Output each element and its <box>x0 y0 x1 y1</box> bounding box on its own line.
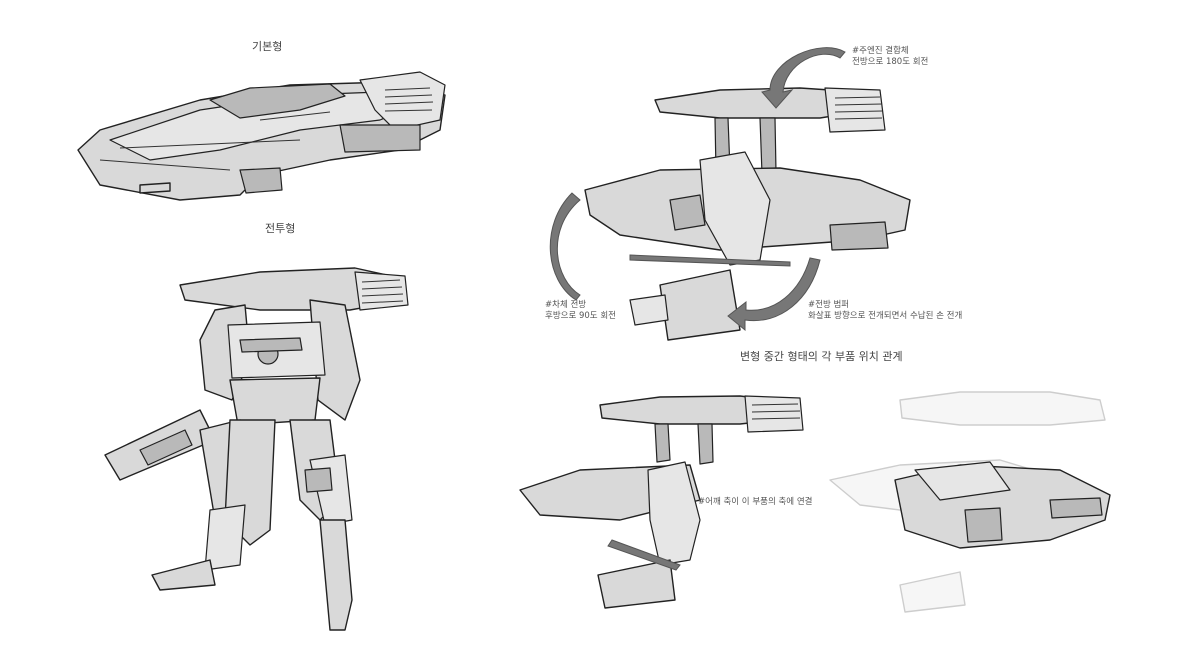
engine-note-line-2: 전방으로 180도 회전 <box>852 57 929 68</box>
shoulder-note: #어깨 축이 이 부품의 축에 연결 <box>698 497 812 508</box>
engine-note: #주엔진 결합체 전방으로 180도 회전 <box>852 46 928 68</box>
bumper-note-line-1: #전방 범퍼 <box>808 300 850 310</box>
bumper-note-line-2: 화살표 방향으로 전개되면서 수납된 손 전개 <box>808 311 963 322</box>
combat-form-robot <box>104 267 409 631</box>
shoulder-note-line-1: #어깨 축이 이 부품의 축에 연결 <box>698 497 813 507</box>
body-note-line-2: 후방으로 90도 회전 <box>545 311 616 322</box>
transform-diagram-bottom <box>519 391 1111 613</box>
basic-form-vehicle <box>77 71 446 201</box>
basic-form-label: 기본형 <box>252 40 283 53</box>
engine-note-line-1: #주엔진 결합체 <box>852 46 909 56</box>
transform-diagram-top <box>549 47 911 341</box>
bumper-note: #전방 범퍼 화살표 방향으로 전개되면서 수납된 손 전개 <box>808 300 962 322</box>
transform-title: 변형 중간 형태의 각 부품 위치 관계 <box>740 350 903 363</box>
combat-form-label: 전투형 <box>265 222 296 235</box>
body-note-line-1: #차체 전방 <box>545 300 587 310</box>
body-note: #차체 전방 후방으로 90도 회전 <box>545 300 616 322</box>
